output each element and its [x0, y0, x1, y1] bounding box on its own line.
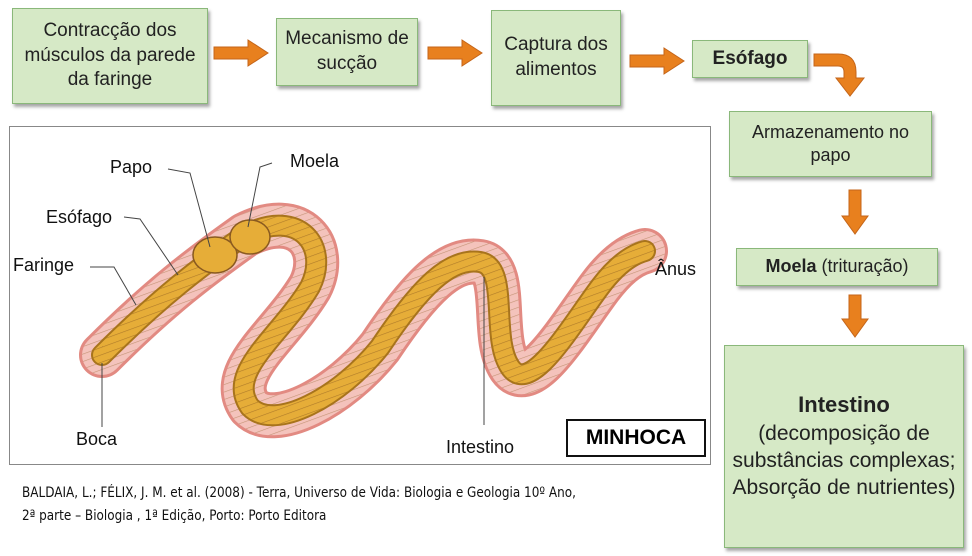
earthworm-figure: Papo Moela Esófago Faringe Ânus Boca Int…: [9, 126, 711, 465]
label-intestino: Intestino: [446, 437, 515, 457]
flow-box-pharynx-contraction: Contracção dos músculos da parede da far…: [12, 8, 208, 104]
flow-box-intestine: Intestino (decomposição de substâncias c…: [724, 345, 964, 548]
label-moela: Moela: [290, 151, 340, 171]
flow-box-7-title: Intestino: [798, 392, 890, 418]
flow-box-7-text: (decomposição de substâncias complexas; …: [732, 421, 956, 500]
flow-box-6-rest: (trituração): [816, 256, 909, 277]
flow-box-suction: Mecanismo de sucção: [276, 18, 418, 86]
flow-box-5-text: Armazenamento no papo: [751, 121, 910, 165]
label-esofago: Esófago: [46, 207, 113, 227]
figure-title: MINHOCA: [566, 419, 706, 457]
flow-box-6-bold: Moela: [765, 256, 817, 277]
arrow-down-icon: [841, 294, 869, 338]
crop-shape: [192, 236, 238, 274]
flow-box-2-text: Mecanismo de sucção: [285, 28, 409, 74]
earthworm-illustration: [79, 162, 668, 439]
citation-line-2: 2ª parte – Biologia , 1ª Edição, Porto: …: [22, 508, 327, 525]
label-anus: Ânus: [655, 259, 697, 279]
flow-box-3-text: Captura dos alimentos: [504, 34, 608, 80]
flow-box-esophagus: Esófago: [692, 40, 808, 78]
flow-box-gizzard: Moela (trituração): [736, 248, 938, 286]
arrow-right-icon: [427, 39, 483, 67]
arrow-right-icon: [213, 39, 269, 67]
arrow-curved-down-icon: [813, 53, 866, 97]
arrow-right-icon: [629, 47, 685, 75]
citation-line-1: BALDAIA, L.; FÉLIX, J. M. et al. (2008) …: [22, 485, 576, 501]
flow-box-capture: Captura dos alimentos: [491, 10, 621, 106]
flow-box-crop-storage: Armazenamento no papo: [729, 111, 932, 177]
citation: BALDAIA, L.; FÉLIX, J. M. et al. (2008) …: [22, 482, 615, 528]
label-faringe: Faringe: [13, 255, 75, 275]
arrow-down-icon: [841, 189, 869, 235]
label-papo: Papo: [110, 157, 153, 177]
flow-box-4-text: Esófago: [712, 47, 788, 69]
label-boca: Boca: [76, 429, 118, 449]
flow-box-1-text: Contracção dos músculos da parede da far…: [24, 19, 196, 91]
gizzard-shape: [229, 219, 271, 255]
